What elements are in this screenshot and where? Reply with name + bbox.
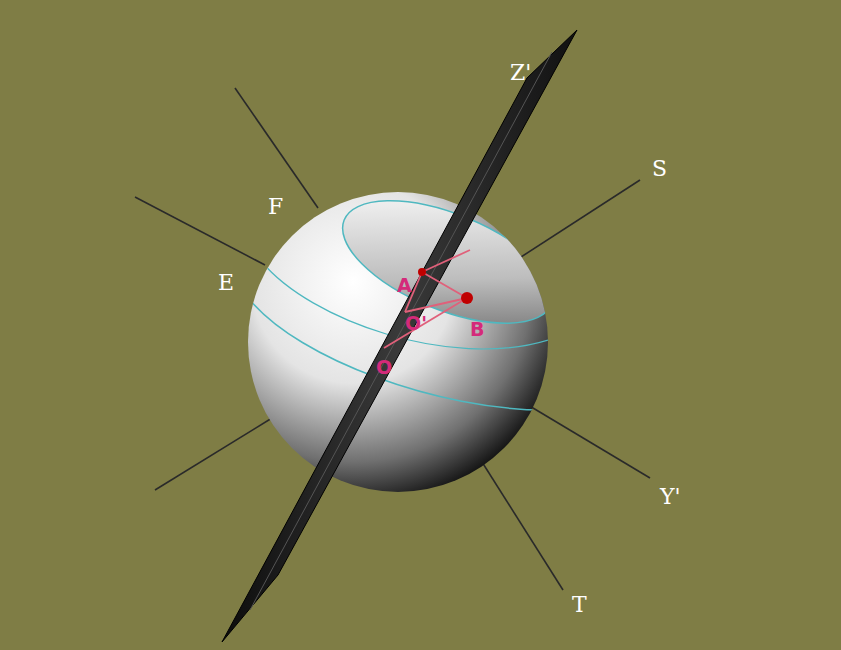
point-label: A <box>397 276 412 295</box>
axis-label: E <box>218 272 234 294</box>
triangle-lines <box>384 250 470 348</box>
axis-label: Z' <box>510 62 531 84</box>
point-label: O <box>376 358 392 377</box>
plane-edge <box>250 52 552 610</box>
axis-label: S <box>652 158 667 180</box>
axis-label: F <box>268 196 283 218</box>
point-label: B <box>470 320 484 339</box>
cutting-plane <box>222 30 577 642</box>
point-b <box>461 292 473 304</box>
point-a <box>418 268 426 276</box>
point-label: O' <box>405 314 427 333</box>
axis-label: Y' <box>660 486 681 508</box>
axis-label: T <box>572 594 587 616</box>
